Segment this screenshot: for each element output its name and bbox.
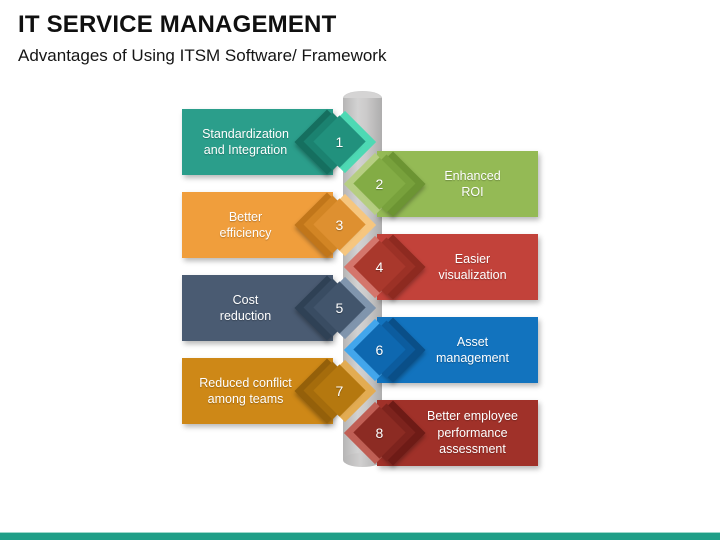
step-number-6: 6 (375, 341, 384, 358)
advantage-row-5: Cost reduction 5 (0, 275, 720, 341)
step-number-1: 1 (335, 133, 344, 150)
advantage-bar-7: Reduced conflict among teams (182, 358, 333, 424)
step-number-5: 5 (335, 299, 344, 316)
advantage-row-8: Better employee performance assessment 8 (0, 400, 720, 466)
advantage-row-7: Reduced conflict among teams 7 (0, 358, 720, 424)
step-number-4: 4 (375, 258, 384, 275)
slide-title: IT SERVICE MANAGEMENT (18, 11, 337, 38)
step-number-3: 3 (335, 216, 344, 233)
advantage-label-7: Reduced conflict among teams (199, 375, 292, 407)
advantage-label-8: Better employee performance assessment (426, 409, 519, 457)
advantage-label-1: Standardization and Integration (202, 126, 289, 158)
step-number-8: 8 (375, 424, 384, 441)
advantage-row-2: Enhanced ROI 2 (0, 151, 720, 217)
slide-subtitle: Advantages of Using ITSM Software/ Frame… (18, 46, 387, 65)
advantage-label-6: Asset management (436, 334, 509, 366)
step-number-7: 7 (335, 382, 344, 399)
advantage-row-1: Standardization and Integration 1 (0, 109, 720, 175)
step-number-2: 2 (375, 175, 384, 192)
advantage-row-4: Easier visualization 4 (0, 234, 720, 300)
advantage-label-3: Better efficiency (219, 209, 272, 241)
advantage-label-5: Cost reduction (219, 292, 272, 324)
advantage-row-3: Better efficiency 3 (0, 192, 720, 258)
advantage-row-6: Asset management 6 (0, 317, 720, 383)
footer-accent-bar (0, 532, 720, 540)
advantage-label-2: Enhanced ROI (444, 168, 501, 200)
advantage-label-4: Easier visualization (438, 251, 507, 283)
